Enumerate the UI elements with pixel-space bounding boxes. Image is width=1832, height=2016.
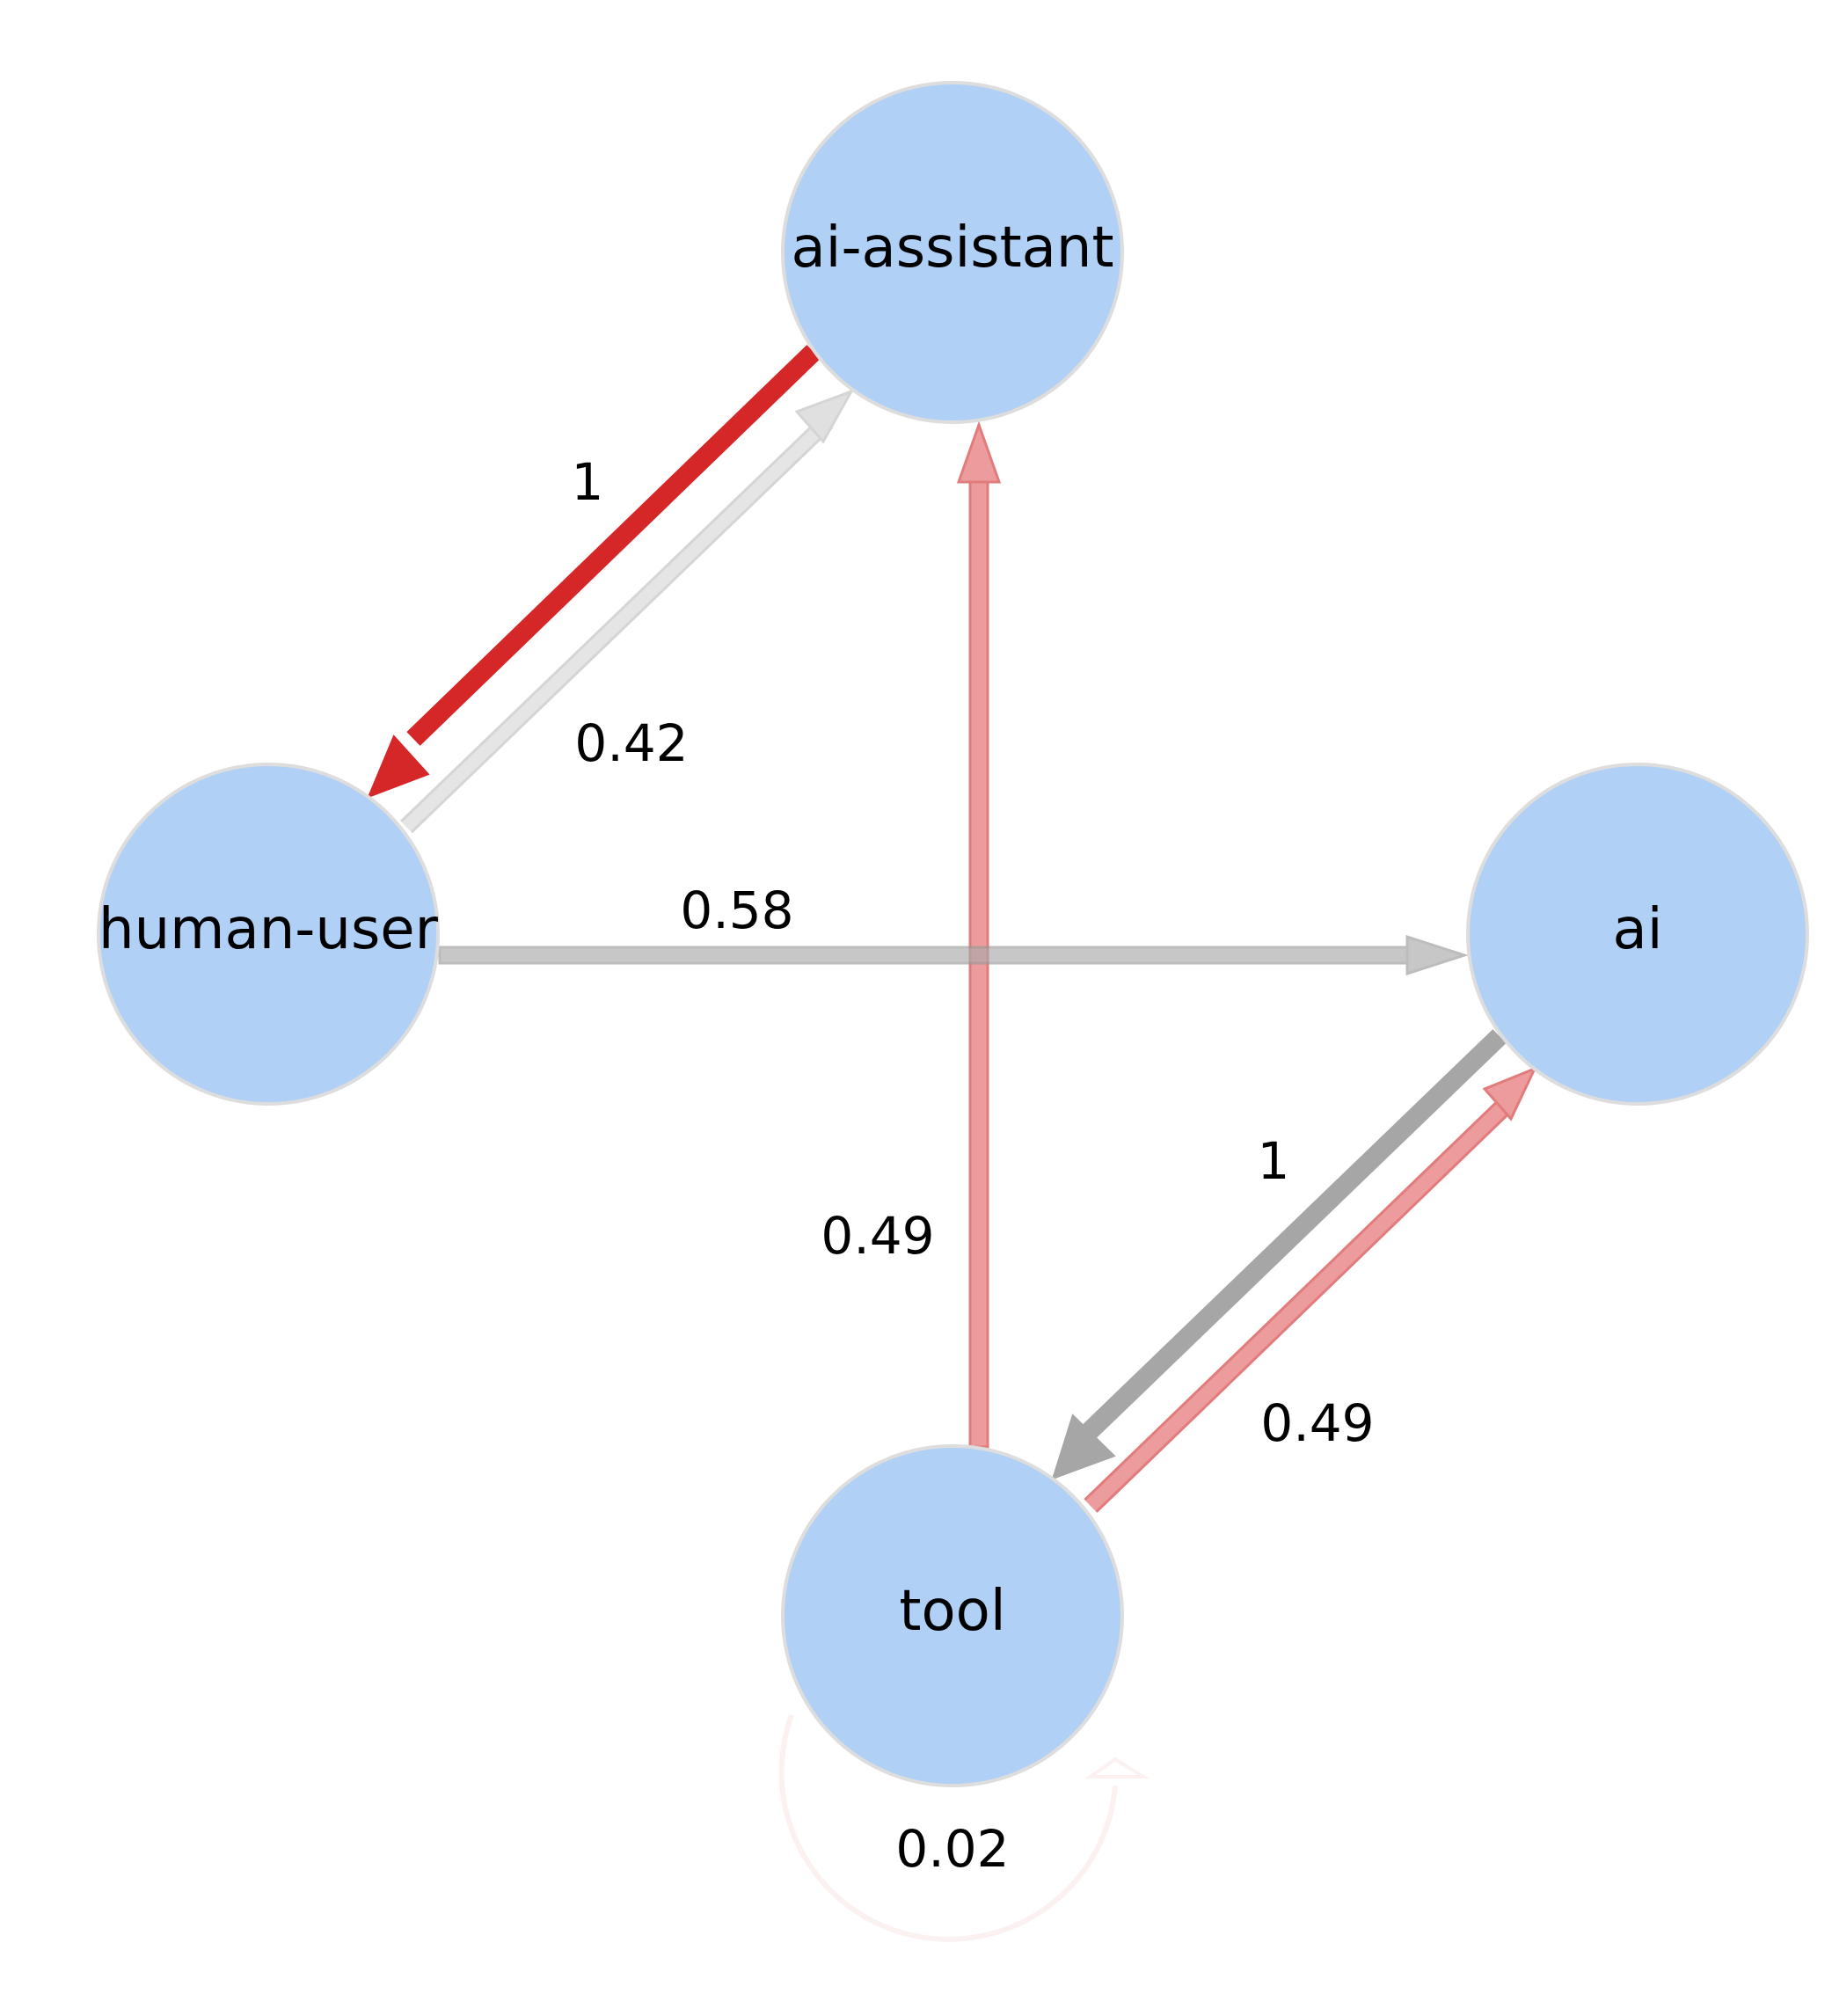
edge-label-human-user-ai-assistant: 0.42 [574, 713, 688, 773]
edge-ai-assistant-human-user[interactable] [367, 345, 821, 799]
edge-tool-tool [778, 1713, 1150, 1942]
node-label-ai: ai [1613, 897, 1663, 962]
edge-label-tool-ai: 0.49 [1260, 1393, 1374, 1453]
edge-tool-ai [1084, 1066, 1537, 1513]
edge-label-tool-ai-assistant: 0.49 [821, 1206, 934, 1266]
edge-human-user-ai [438, 934, 1469, 976]
edge-tool-ai-assistant [956, 420, 1002, 1449]
node-ai[interactable]: ai [1466, 763, 1809, 1106]
edge-label-ai-assistant-human-user: 1 [572, 452, 604, 512]
node-ai-assistant[interactable]: ai-assistant [781, 81, 1124, 424]
edge-label-human-user-ai: 0.58 [680, 880, 793, 940]
edge-label-ai-tool: 1 [1258, 1131, 1290, 1191]
edge-label-tool-tool: 0.02 [895, 1819, 1009, 1879]
node-label-tool: tool [899, 1579, 1005, 1644]
node-label-human-user: human-user [99, 897, 439, 962]
edge-human-user-ai-assistant [400, 389, 855, 834]
node-label-ai-assistant: ai-assistant [791, 215, 1113, 281]
edge-ai-tool[interactable] [1051, 1029, 1507, 1480]
node-human-user[interactable]: human-user [97, 763, 440, 1106]
node-tool[interactable]: tool [781, 1444, 1124, 1787]
